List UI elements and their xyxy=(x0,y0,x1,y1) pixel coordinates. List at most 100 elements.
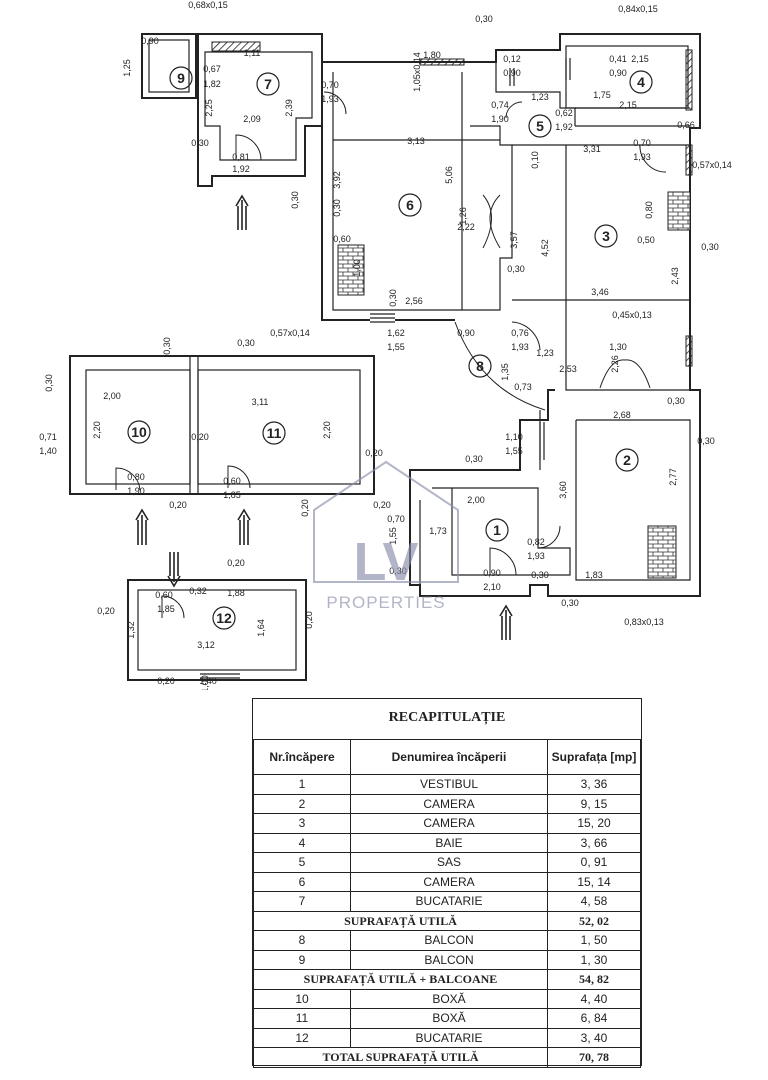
dimension-label: 3,31 xyxy=(583,144,601,154)
dimension-label: 0,71 xyxy=(39,432,57,442)
room-area-cell: 6, 84 xyxy=(547,1008,641,1029)
dimension-label: 1,10 xyxy=(505,432,523,442)
dimension-label: 0,30 xyxy=(389,566,407,576)
watermark-logo: LV xyxy=(354,532,419,592)
room-name-cell: BAIE xyxy=(350,832,548,853)
dimension-label: 1,92 xyxy=(232,164,250,174)
dimension-label: 0,83x0,13 xyxy=(624,617,664,627)
room-area-cell: 3, 66 xyxy=(547,832,641,853)
dimension-label: 0,68x0,15 xyxy=(188,0,228,10)
dimension-label: 0,80 xyxy=(127,472,145,482)
dimension-label: 0,50 xyxy=(637,235,655,245)
room-number-cell: 9 xyxy=(253,949,351,970)
dimension-label: 2,00 xyxy=(467,495,485,505)
dimension-label: 0,20 xyxy=(191,432,209,442)
dimension-label: 0,90 xyxy=(503,68,521,78)
room-number-2: 2 xyxy=(623,452,631,468)
room-area-cell: 15, 14 xyxy=(547,871,641,892)
dimension-label: 2,43 xyxy=(670,267,680,285)
room-number-12: 12 xyxy=(216,610,232,626)
room-name-cell: BALCON xyxy=(350,949,548,970)
dimension-label: 0,60 xyxy=(333,234,351,244)
dimension-label: 0,10 xyxy=(530,151,540,169)
dimension-label: 2,10 xyxy=(483,582,501,592)
dimension-label: 0,20 xyxy=(304,611,314,629)
total-area: 70, 78 xyxy=(547,1047,641,1068)
dimension-label: 0,74 xyxy=(491,100,509,110)
summary-title: RECAPITULAȚIE xyxy=(388,710,506,725)
dimension-label: 3,92 xyxy=(332,171,342,189)
dimension-label: 0,57x0,14 xyxy=(270,328,310,338)
room-number-cell: 12 xyxy=(253,1027,351,1048)
room-number-circle xyxy=(212,606,236,630)
header-room-name: Denumirea încăperii xyxy=(350,739,548,775)
dimension-label: 1,26 xyxy=(458,207,468,225)
dimension-label: 0,80 xyxy=(644,201,654,219)
dimension-label: 0,30 xyxy=(162,337,172,355)
dimension-label: 2,15 xyxy=(619,100,637,110)
room-number-cell: 11 xyxy=(253,1008,351,1029)
room-name-cell: VESTIBUL xyxy=(350,774,548,795)
dimension-label: 0,30 xyxy=(667,396,685,406)
dimension-label: 2,77 xyxy=(668,468,678,486)
dimension-label: 1,00 xyxy=(200,675,210,690)
room-number-8: 8 xyxy=(476,358,484,374)
dimension-label: 0,30 xyxy=(191,138,209,148)
walls-storage xyxy=(69,355,375,681)
room-name-cell: BUCATARIE xyxy=(350,891,548,912)
room-number-10: 10 xyxy=(131,424,147,440)
room-number-cell: 4 xyxy=(253,832,351,853)
chimney-room6 xyxy=(337,244,365,296)
room-number-circle xyxy=(615,448,639,472)
dimension-label: 0,62 xyxy=(555,108,573,118)
dimension-label: 1,55 xyxy=(505,446,523,456)
dimension-label: 0,45x0,13 xyxy=(612,310,652,320)
dimension-label: 2,39 xyxy=(284,99,294,117)
room-number-cell: 1 xyxy=(253,774,351,795)
room-number-circle xyxy=(262,421,286,445)
room-name-cell: CAMERA xyxy=(350,813,548,834)
dimension-label: 3,57 xyxy=(509,231,519,249)
dimension-label: 0,20 xyxy=(169,500,187,510)
room-number-circle xyxy=(485,518,509,542)
room-area-cell: 0, 91 xyxy=(547,852,641,873)
summary-table: Nr.încăpere Denumirea încăperii Suprafaț… xyxy=(253,739,641,1068)
dimension-label: 1,93 xyxy=(527,551,545,561)
dimension-label: 2,53 xyxy=(559,364,577,374)
dimension-label: 0,66 xyxy=(677,120,695,130)
total-label: SUPRAFAȚĂ UTILĂ + BALCOANE xyxy=(253,969,548,990)
dimension-label: 0,70 xyxy=(633,138,651,148)
dimension-label: 0,20 xyxy=(157,676,175,686)
dimension-label: 1,05x0,14 xyxy=(412,52,422,92)
dimension-label: 1,23 xyxy=(536,348,554,358)
room-name-cell: BUCATARIE xyxy=(350,1027,548,1048)
dimension-label: 0,70 xyxy=(387,514,405,524)
dimension-label: 0,30 xyxy=(531,570,549,580)
room-number-cell: 3 xyxy=(253,813,351,834)
watermark-text: PROPERTIES xyxy=(326,593,445,612)
dimension-label: 0,84x0,15 xyxy=(618,4,658,14)
room-number-circle xyxy=(398,193,422,217)
dimension-label: 1,30 xyxy=(609,342,627,352)
dimension-label: 0,30 xyxy=(697,436,715,446)
total-label: TOTAL SUPRAFAȚĂ UTILĂ xyxy=(253,1047,548,1068)
dimension-label: 3,13 xyxy=(407,136,425,146)
room-number-cell: 8 xyxy=(253,930,351,951)
dimension-label: 1,88 xyxy=(227,588,245,598)
room-area-cell: 4, 58 xyxy=(547,891,641,912)
room-number-cell: 2 xyxy=(253,793,351,814)
dimension-label: 0,30 xyxy=(332,199,342,217)
dimension-label: 1,85 xyxy=(223,490,241,500)
dimension-label: 1,73 xyxy=(429,526,447,536)
dimension-label: 1,90 xyxy=(127,486,145,496)
dimension-label: 0,60 xyxy=(155,590,173,600)
dimension-label: 0,76 xyxy=(511,328,529,338)
dimension-label: 0,30 xyxy=(290,191,300,209)
dimension-label: 0,70 xyxy=(321,80,339,90)
